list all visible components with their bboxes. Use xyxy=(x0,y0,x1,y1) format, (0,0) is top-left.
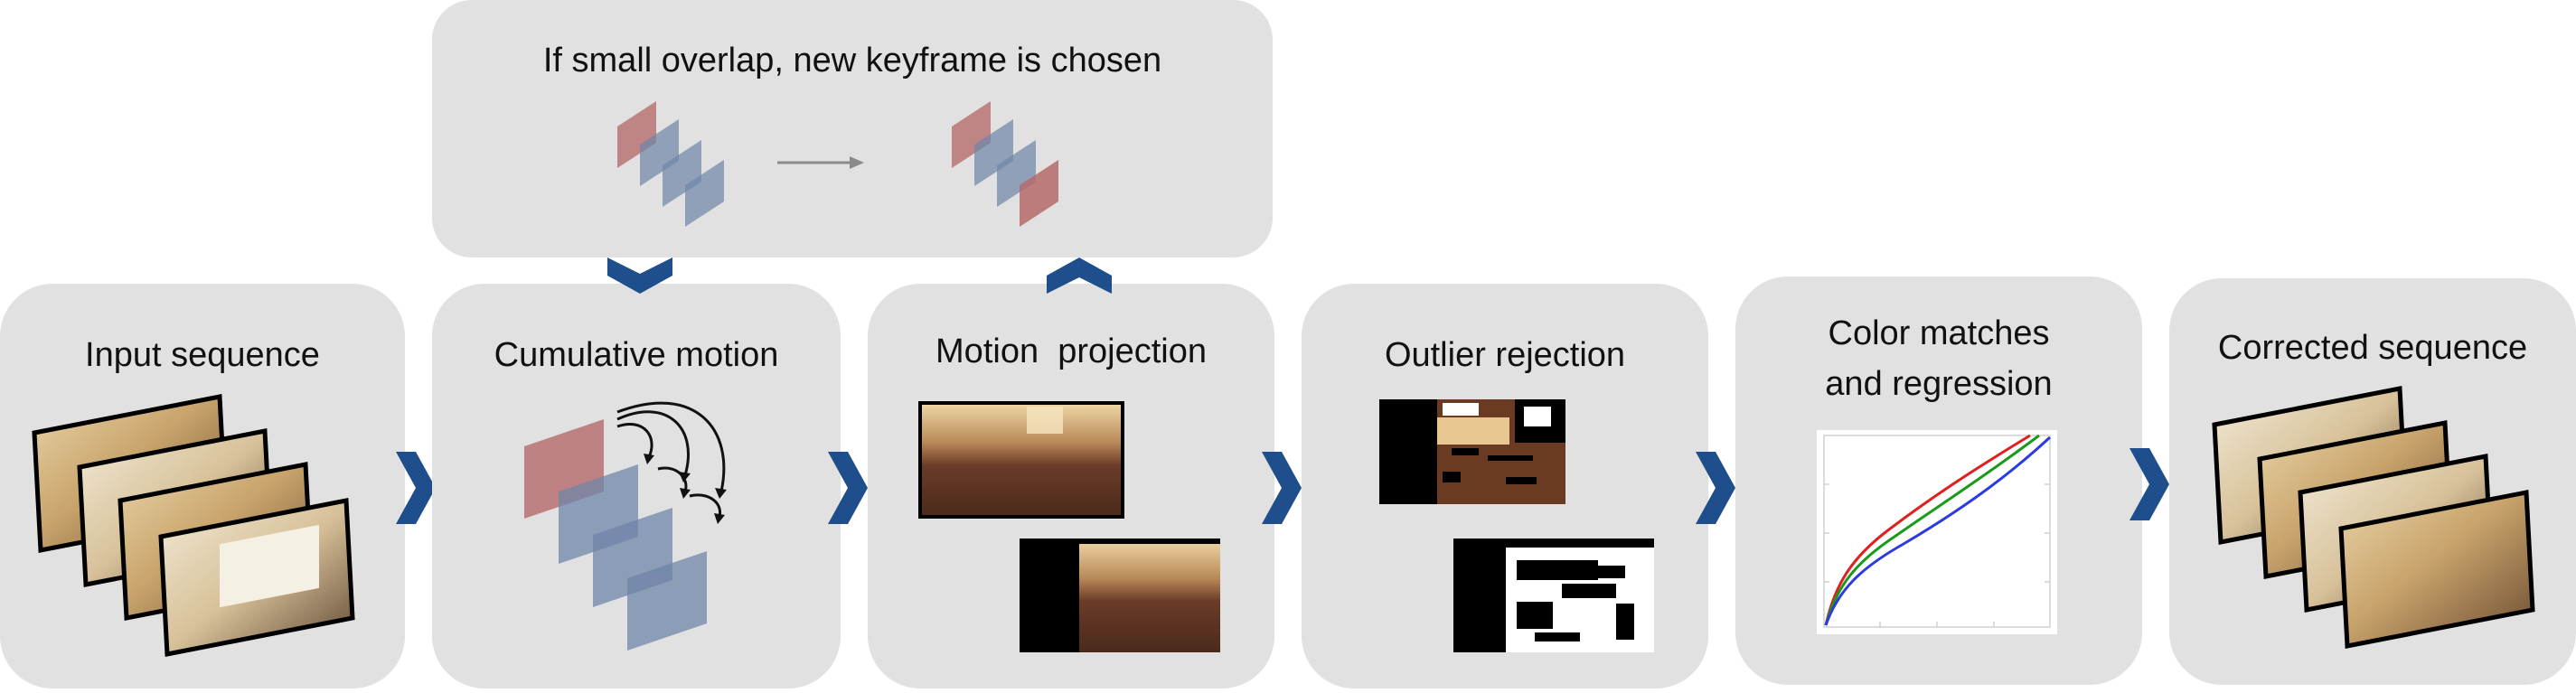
step-title-line1: Color matches xyxy=(1828,314,2050,352)
frame-stack-before xyxy=(617,101,724,227)
frame-stack-after xyxy=(952,101,1058,227)
chevron-right-icon xyxy=(2129,448,2169,520)
keyframe-panel-title: If small overlap, new keyframe is chosen xyxy=(542,42,1162,80)
transition-arrow xyxy=(777,156,864,169)
chevron-right-icon xyxy=(396,452,436,524)
chevron-up-icon xyxy=(1047,258,1112,294)
regression-plot xyxy=(1817,430,2057,634)
step-outlier-rejection: Outlier rejection xyxy=(1302,284,1708,688)
keyframe-panel: If small overlap, new keyframe is chosen xyxy=(432,0,1273,258)
input-frames-icon xyxy=(32,393,355,658)
chevron-right-icon xyxy=(828,452,868,524)
outlier-mask-binary xyxy=(1453,538,1654,652)
step-input-sequence: Input sequence xyxy=(0,284,405,688)
outlier-mask-color xyxy=(1379,399,1565,504)
motion-frames-icon xyxy=(524,401,727,651)
step-title: Input sequence xyxy=(85,336,320,374)
chevron-right-icon xyxy=(1696,452,1735,524)
step-title: Cumulative motion xyxy=(494,336,779,374)
step-color-regression: Color matches and regression xyxy=(1735,276,2142,685)
projected-image-target xyxy=(1020,538,1220,652)
step-cumulative-motion: Cumulative motion xyxy=(432,284,841,688)
step-title-line2: and regression xyxy=(1825,365,2053,403)
step-corrected-sequence: Corrected sequence xyxy=(2169,278,2576,685)
step-title: Corrected sequence xyxy=(2217,329,2528,367)
step-title: Motion projection xyxy=(935,332,1207,370)
chevron-down-icon xyxy=(607,258,672,294)
projected-image-source xyxy=(918,401,1124,519)
step-motion-projection: Motion projection xyxy=(868,284,1274,688)
chevron-right-icon xyxy=(1262,452,1302,524)
corrected-frames-icon xyxy=(2212,385,2535,650)
step-title: Outlier rejection xyxy=(1384,336,1626,374)
